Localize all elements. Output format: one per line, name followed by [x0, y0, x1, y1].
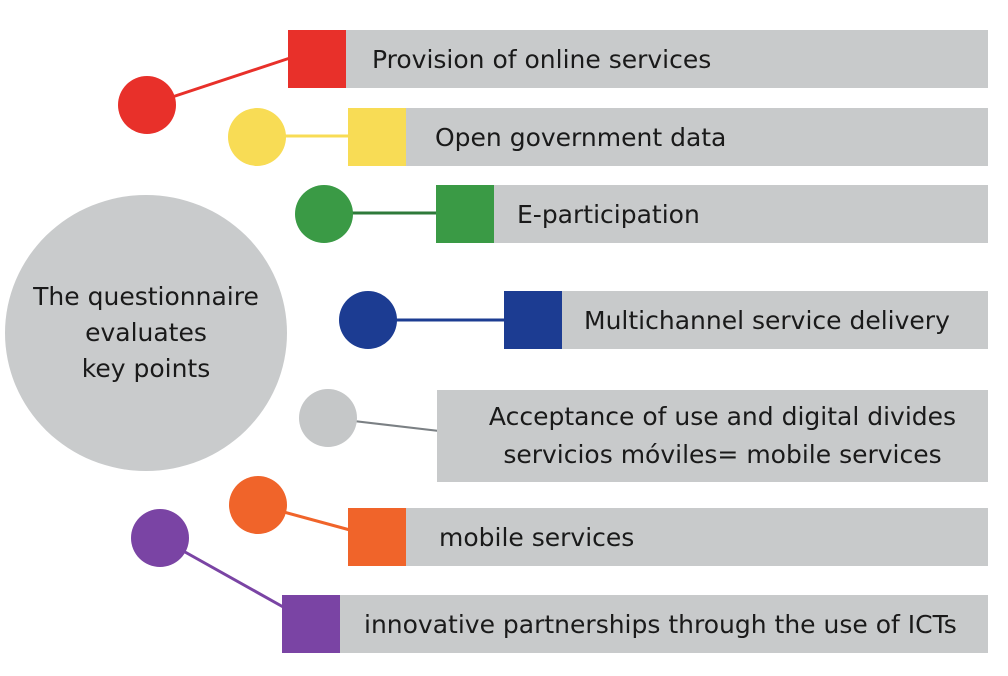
key-point-swatch-6 [348, 508, 406, 566]
key-point-swatch-7 [282, 595, 340, 653]
key-point-dot-4 [339, 291, 397, 349]
key-point-swatch-3 [436, 185, 494, 243]
hub-label: The questionnaire evaluates key points [33, 282, 259, 383]
hub-circle: The questionnaire evaluates key points [5, 195, 287, 471]
key-point-bar-6: mobile services [405, 508, 988, 566]
key-point-dot-6 [229, 476, 287, 534]
key-point-label-2: Open government data [435, 122, 727, 152]
key-point-dot-7 [131, 509, 189, 567]
key-point-bar-7: innovative partnerships through the use … [340, 595, 988, 653]
key-point-bar-3: E-participation [493, 185, 988, 243]
key-point-bar-4: Multichannel service delivery [562, 291, 988, 349]
key-point-swatch-4 [504, 291, 562, 349]
key-point-label-1: Provision of online services [372, 44, 712, 74]
key-point-label-5-line-1: Acceptance of use and digital divides [488, 402, 957, 431]
key-point-dot-1 [118, 76, 176, 134]
key-point-swatch-1 [288, 30, 346, 88]
key-point-dot-5 [299, 389, 357, 447]
key-point-label-3: E-participation [517, 199, 700, 229]
key-point-dot-3 [295, 185, 353, 243]
key-point-label-4: Multichannel service delivery [584, 305, 950, 335]
key-point-label-6: mobile services [439, 522, 635, 552]
key-point-swatch-2 [348, 108, 406, 166]
key-point-bar-5: Acceptance of use and digital divides se… [437, 390, 988, 482]
key-point-dot-2 [228, 108, 286, 166]
key-point-label-5-line-2: servicios móviles= mobile services [503, 440, 942, 469]
key-point-label-7: innovative partnerships through the use … [364, 609, 957, 639]
key-point-bar-2: Open government data [405, 108, 988, 166]
key-point-bar-1: Provision of online services [346, 30, 988, 88]
